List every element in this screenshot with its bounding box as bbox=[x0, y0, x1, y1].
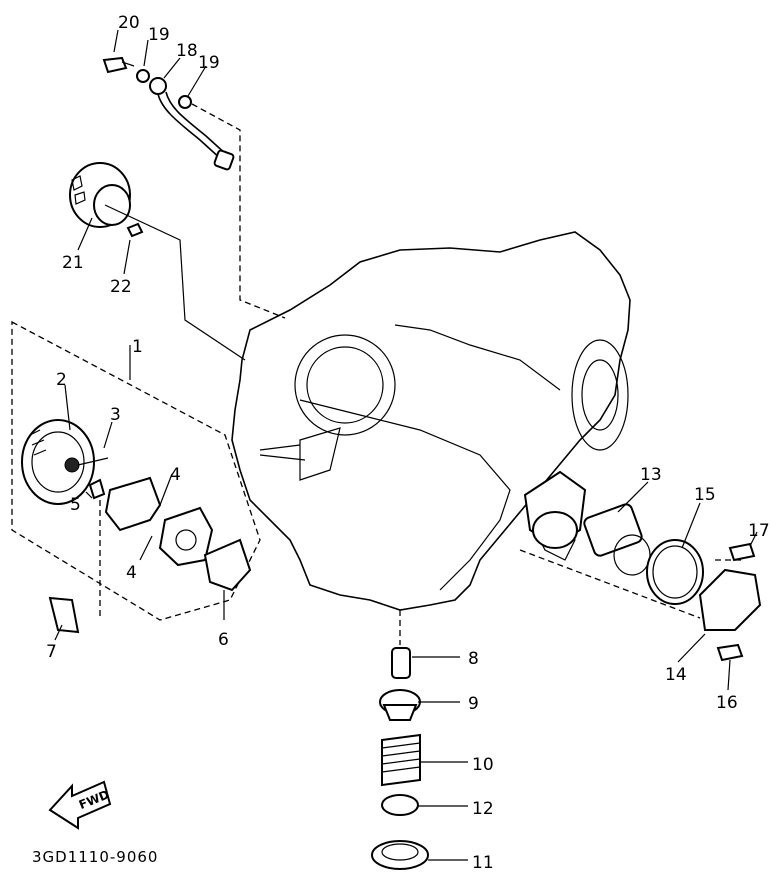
callout-19: 19 bbox=[198, 53, 220, 73]
callout-12: 12 bbox=[472, 799, 494, 819]
callout-17: 17 bbox=[748, 521, 770, 541]
callout-9: 9 bbox=[468, 694, 479, 714]
callout-6: 6 bbox=[218, 630, 229, 650]
callout-7: 7 bbox=[46, 642, 57, 662]
callout-18: 18 bbox=[176, 41, 198, 61]
oil-pump-assembly bbox=[11, 320, 261, 634]
callout-8: 8 bbox=[468, 649, 479, 669]
callout-4: 4 bbox=[170, 465, 181, 485]
callout-11: 11 bbox=[472, 853, 494, 873]
callout-10: 10 bbox=[472, 755, 494, 775]
callout-21: 21 bbox=[62, 253, 84, 273]
callout-3: 3 bbox=[110, 405, 121, 425]
leader-lines bbox=[54, 29, 758, 861]
callout-13: 13 bbox=[640, 465, 662, 485]
drawing-code: 3GD1110-9060 bbox=[32, 848, 158, 866]
oil-filter-assembly bbox=[519, 470, 762, 662]
callout-20: 20 bbox=[118, 13, 140, 33]
callout-1: 1 bbox=[132, 337, 143, 357]
oil-pipe-assembly bbox=[102, 56, 286, 319]
callout-19: 19 bbox=[148, 25, 170, 45]
callout-4: 4 bbox=[126, 563, 137, 583]
fwd-direction-arrow: FWD bbox=[48, 780, 111, 830]
callout-14: 14 bbox=[665, 665, 687, 685]
drive-gear-assembly bbox=[69, 162, 246, 361]
callout-2: 2 bbox=[56, 370, 67, 390]
callout-15: 15 bbox=[694, 485, 716, 505]
callout-5: 5 bbox=[70, 495, 81, 515]
callout-22: 22 bbox=[110, 277, 132, 297]
callout-labels: 20 19 18 19 21 22 1 2 3 4 4 5 6 7 8 9 10… bbox=[46, 13, 770, 873]
callout-16: 16 bbox=[716, 693, 738, 713]
strainer-stack bbox=[371, 610, 429, 870]
crankcase bbox=[231, 231, 631, 611]
